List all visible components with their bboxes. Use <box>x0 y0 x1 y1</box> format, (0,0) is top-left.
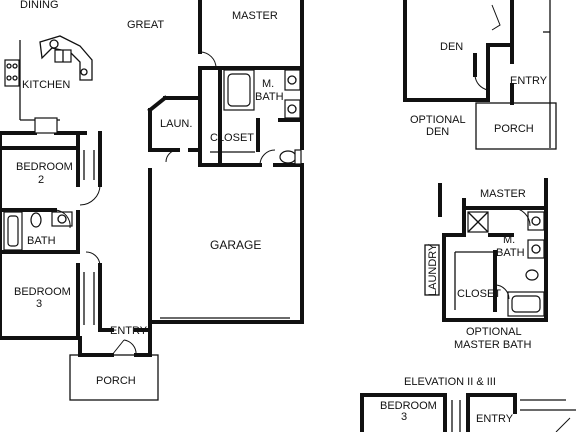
elevation-entry-label: ENTRY <box>476 413 514 425</box>
bath-fixtures <box>3 69 302 251</box>
great-label: GREAT <box>127 19 164 31</box>
bedroom-3-number: 3 <box>36 298 42 310</box>
m-bath-label-bath: BATH <box>255 91 284 103</box>
optional-den-caption-1: OPTIONAL <box>410 114 466 126</box>
omb-closet-label: CLOSET <box>457 288 501 300</box>
main-interior-walls <box>0 66 304 340</box>
closet-label: CLOSET <box>210 132 254 144</box>
elevation-caption: ELEVATION II & III <box>404 376 496 388</box>
den-entry-label: ENTRY <box>510 75 548 87</box>
optional-master-bath-plan: MASTER M. BATH LAUNDRY CLOSET OPTIONAL M… <box>424 178 548 351</box>
bath-label: BATH <box>27 235 56 247</box>
omb-bath-label: BATH <box>496 247 525 259</box>
omb-caption-1: OPTIONAL <box>466 326 522 338</box>
master-label: MASTER <box>232 10 278 22</box>
omb-m-label: M. <box>503 234 515 246</box>
den-label: DEN <box>440 41 463 53</box>
omb-caption-2: MASTER BATH <box>454 339 531 351</box>
entry-label: ENTRY <box>110 325 148 337</box>
elevation-plan: ELEVATION II & III BEDROOM 3 ENTRY <box>360 376 576 432</box>
bedroom-2-label: BEDROOM <box>16 161 73 173</box>
main-floor-plan: DINING GREAT MASTER KITCHEN M. BATH LAUN… <box>0 0 304 401</box>
bedroom-3-label: BEDROOM <box>14 286 71 298</box>
laundry-label: LAUN. <box>160 118 192 130</box>
main-porch <box>69 354 159 401</box>
optional-den-plan: DEN ENTRY PORCH OPTIONAL DEN <box>403 0 557 150</box>
main-exterior-walls <box>0 0 304 357</box>
elevation-bedroom-label: BEDROOM <box>380 400 437 412</box>
m-bath-label-m: M. <box>262 78 274 90</box>
bedroom-2-number: 2 <box>38 174 44 186</box>
omb-laundry-label: LAUNDRY <box>427 243 439 296</box>
porch-label: PORCH <box>96 375 136 387</box>
kitchen-fixtures <box>4 35 93 134</box>
elevation-bedroom-number: 3 <box>401 411 407 423</box>
main-doors <box>54 51 276 356</box>
dining-label: DINING <box>20 0 59 11</box>
optional-den-caption-2: DEN <box>426 126 449 138</box>
closet-shelving <box>83 150 255 325</box>
omb-master-label: MASTER <box>480 188 526 200</box>
kitchen-label: KITCHEN <box>22 79 70 91</box>
garage-label: GARAGE <box>210 238 261 252</box>
den-porch-label: PORCH <box>494 123 534 135</box>
